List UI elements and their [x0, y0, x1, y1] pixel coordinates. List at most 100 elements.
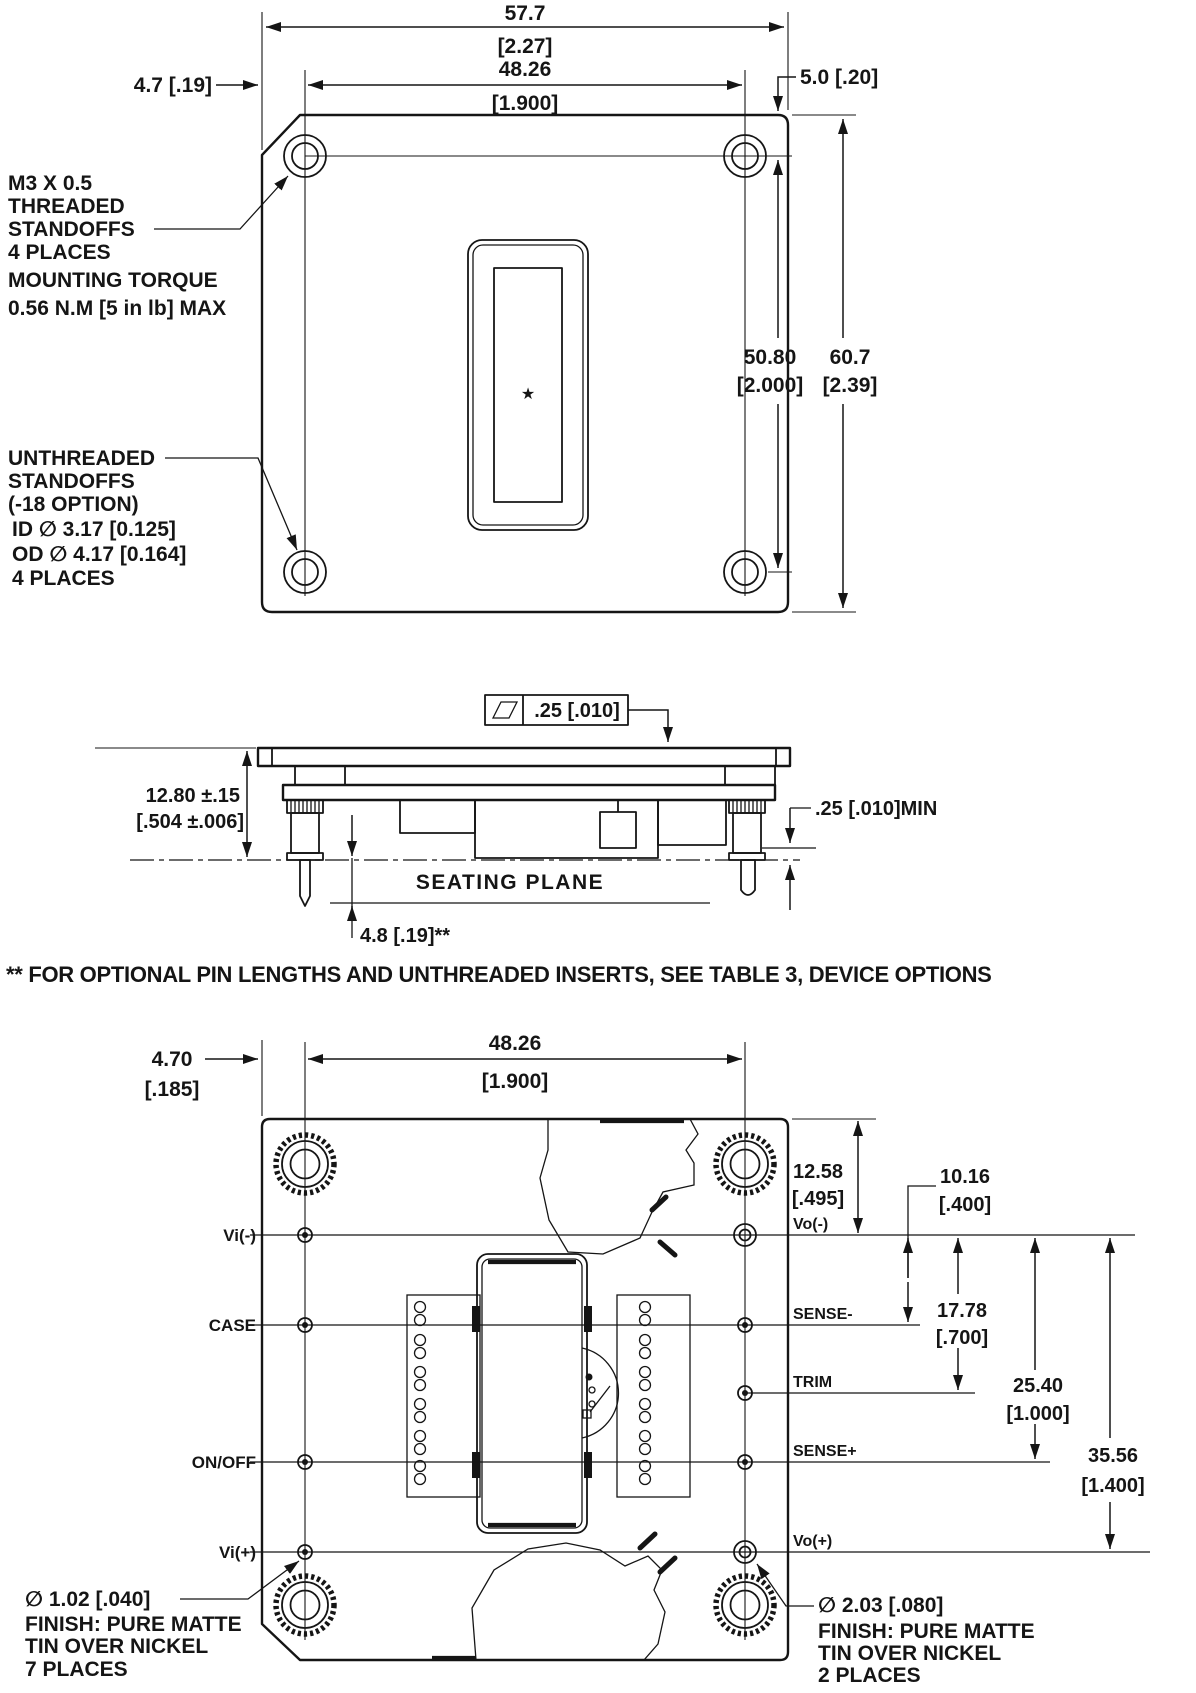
pin-vo-pos	[733, 1540, 757, 1564]
finish-large-l2: TIN OVER NICKEL	[818, 1642, 1001, 1665]
pin-left-side	[299, 859, 311, 907]
standoff-bottom-view-bottom-left	[273, 1573, 337, 1637]
dim-025-min: .25 [.010]MIN	[815, 798, 937, 820]
pin-sense-pos	[737, 1454, 753, 1470]
pin-label-vo-pos: Vo(+)	[793, 1533, 832, 1550]
dim-60-7-mm: 60.7	[830, 346, 871, 369]
note-threaded-l4: 4 PLACES	[8, 241, 111, 264]
finish-small-dia: ∅ 1.02 [.040]	[25, 1588, 150, 1611]
dim-35-56-mm: 35.56	[1088, 1445, 1138, 1467]
circuit-outline-top	[539, 1118, 699, 1255]
dim-4-70-in: [.185]	[145, 1078, 200, 1101]
dim-17-78-mm: 17.78	[937, 1300, 987, 1322]
flatness-value: .25 [.010]	[534, 700, 620, 722]
note-finish-large-pins: ∅ 2.03 [.080] FINISH: PURE MATTE TIN OVE…	[756, 1563, 1035, 1687]
dim-25-40-mm: 25.40	[1013, 1375, 1063, 1397]
note-torque-l1: MOUNTING TORQUE	[8, 269, 218, 292]
dim-hole-top-offset: 5.0 [.20]	[773, 66, 878, 111]
note-unthreaded-l5: OD ∅ 4.17 [0.164]	[12, 543, 186, 566]
dim-57-7-mm: 57.7	[505, 2, 546, 25]
top-view-package-outline	[260, 113, 790, 614]
pin-label-case: CASE	[209, 1316, 256, 1335]
dim-12-80-in: [.504 ±.006]	[136, 811, 244, 833]
dim-clearance-min: .25 [.010]MIN	[762, 798, 937, 910]
standoff-bottom-view-top-right	[713, 1132, 777, 1196]
dim-48-26-mm: 48.26	[499, 58, 552, 81]
dim-edge-offset: 4.7 [.19]	[134, 74, 258, 97]
note-threaded-l2: THREADED	[8, 195, 125, 218]
pin-onoff	[297, 1454, 313, 1470]
finish-small-l2: TIN OVER NICKEL	[25, 1635, 208, 1658]
mounting-hole-bottom-left	[283, 550, 327, 594]
pin-label-sense-pos: SENSE+	[793, 1443, 857, 1460]
dim-overall-width: 57.7 [2.27]	[261, 2, 789, 150]
dim-50-80-in: [2.000]	[737, 374, 804, 397]
finish-small-l3: 7 PLACES	[25, 1658, 128, 1681]
pin-vo-neg	[733, 1223, 757, 1247]
dim-48-26-bottom-mm: 48.26	[489, 1032, 542, 1055]
threaded-standoff-right	[728, 799, 766, 896]
note-threaded-l3: STANDOFFS	[8, 218, 135, 241]
pin-label-onoff: ON/OFF	[192, 1453, 256, 1472]
finish-large-l1: FINISH: PURE MATTE	[818, 1620, 1035, 1643]
dim-5-0: 5.0 [.20]	[800, 66, 878, 89]
pin-vi-pos	[297, 1544, 313, 1560]
top-view: ★ 57.7 [2.27] 48.26 [1.900] 4.7 [.19] 5.…	[8, 2, 878, 614]
note-unthreaded-l1: UNTHREADED	[8, 447, 155, 470]
finish-small-l1: FINISH: PURE MATTE	[25, 1613, 242, 1636]
dim-12-58-in: [.495]	[792, 1188, 844, 1210]
pin-label-sense-neg: SENSE-	[793, 1306, 853, 1323]
dim-60-7-in: [2.39]	[823, 374, 878, 397]
side-view: .25 [.010]	[95, 694, 937, 947]
transformer	[472, 1253, 592, 1534]
dim-overall-height: 60.7 [2.39]	[792, 114, 878, 613]
dim-48-26-in: [1.900]	[492, 92, 559, 115]
pin-sense-neg	[737, 1317, 753, 1333]
pin-fence-right	[616, 1294, 691, 1498]
pin-label-trim: TRIM	[793, 1374, 832, 1391]
seating-plane-label: SEATING PLANE	[416, 871, 604, 894]
note-unthreaded-l4: ID ∅ 3.17 [0.125]	[12, 518, 176, 541]
footnote: ** FOR OPTIONAL PIN LENGTHS AND UNTHREAD…	[6, 962, 992, 987]
dim-12-58-mm: 12.58	[793, 1161, 843, 1183]
note-unthreaded-standoffs: UNTHREADED STANDOFFS (-18 OPTION) ID ∅ 3…	[8, 447, 298, 590]
dim-10-16-mm: 10.16	[940, 1166, 990, 1188]
label-star-icon: ★	[521, 386, 535, 403]
finish-large-dia: ∅ 2.03 [.080]	[818, 1594, 943, 1617]
dim-50-80-mm: 50.80	[744, 346, 797, 369]
dim-25-40-in: [1.000]	[1006, 1403, 1069, 1425]
dim-sense-pos-offset: 25.40 [1.000]	[1006, 1238, 1070, 1459]
flatness-callout: .25 [.010]	[484, 694, 673, 742]
circuit-outline-bottom	[471, 1542, 666, 1661]
dim-4-70-mm: 4.70	[152, 1048, 193, 1071]
mounting-hole-top-right	[723, 134, 767, 178]
pin-fence-left	[406, 1294, 481, 1498]
dim-48-26-bottom-in: [1.900]	[482, 1070, 549, 1093]
dim-hole-span-horizontal: 48.26 [1.900]	[308, 58, 742, 115]
mounting-hole-top-left	[283, 134, 327, 178]
pin-row-lines	[250, 1234, 1150, 1553]
dim-bottom-pin-span: 4.70 [.185] 48.26 [1.900]	[145, 1032, 746, 1640]
pin-case	[297, 1317, 313, 1333]
dim-pin-length: 4.8 [.19]**	[347, 815, 450, 947]
note-threaded-standoffs: M3 X 0.5 THREADED STANDOFFS 4 PLACES MOU…	[8, 172, 289, 320]
standoff-bottom-view-bottom-right	[713, 1573, 777, 1637]
dim-12-80-mm: 12.80 ±.15	[146, 785, 240, 807]
dim-57-7-in: [2.27]	[498, 35, 553, 58]
dim-sense-neg-offset: 10.16 [.400]	[903, 1166, 991, 1322]
dim-module-height: 12.80 ±.15 [.504 ±.006]	[95, 747, 256, 857]
bottom-view: 4.70 [.185] 48.26 [1.900]	[25, 1032, 1150, 1687]
choke-component	[581, 1347, 620, 1439]
pin-label-vi-neg: Vi(-)	[223, 1226, 256, 1245]
pin-trim	[737, 1385, 753, 1401]
flatness-parallelogram-icon	[491, 701, 519, 719]
pin-right-side	[740, 859, 756, 896]
note-unthreaded-l2: STANDOFFS	[8, 470, 135, 493]
pin-label-vo-neg: Vo(-)	[793, 1216, 828, 1233]
dim-4-8: 4.8 [.19]**	[360, 925, 450, 947]
standoff-bottom-view-top-left	[273, 1132, 337, 1196]
dim-vo-pos-offset: 35.56 [1.400]	[1081, 1238, 1145, 1549]
side-view-body	[256, 746, 792, 907]
